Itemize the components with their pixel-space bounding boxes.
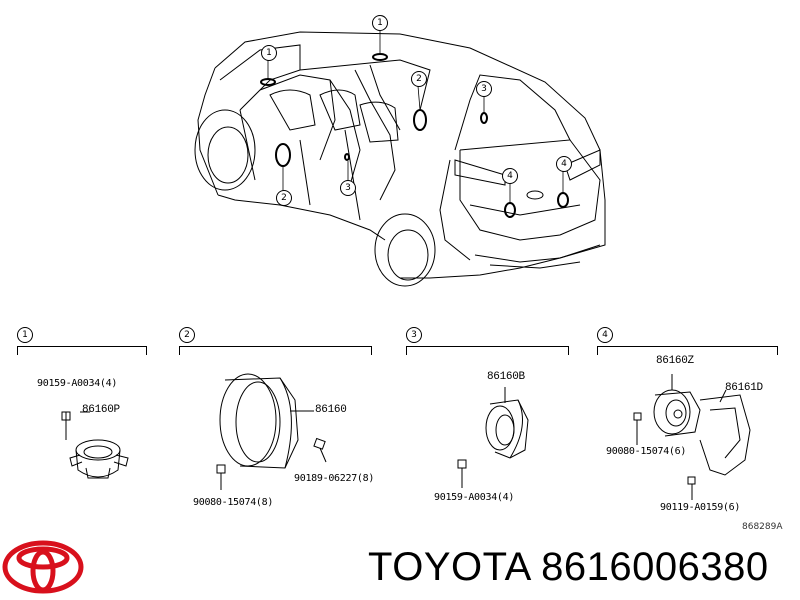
- section-1-bracket: [17, 346, 147, 355]
- part-86160-drawing: [216, 373, 327, 490]
- callout-2-rear: 2: [411, 71, 427, 87]
- brand-part-number: TOYOTA 8616006380: [368, 545, 769, 589]
- section-3-number: 3: [406, 327, 422, 343]
- s4-main-label: 86160Z: [656, 355, 694, 367]
- section-3-bracket: [406, 346, 569, 355]
- section-2-number: 2: [179, 327, 195, 343]
- part-86160p-drawing: [61, 411, 129, 479]
- s1-screw-label: 90159-A0034(4): [37, 378, 118, 389]
- callout-2-front: 2: [276, 190, 292, 206]
- s3-screw-label: 90159-A0034(4): [434, 492, 515, 503]
- s1-main-label: 86160P: [82, 404, 120, 416]
- section-1-number: 1: [17, 327, 33, 343]
- callout-3-rear: 3: [476, 81, 492, 97]
- callout-4-right: 4: [556, 156, 572, 172]
- s2-clip-label: 90189-06227(8): [294, 473, 375, 484]
- figure-code: 868289A: [742, 522, 783, 532]
- section-4-number: 4: [597, 327, 613, 343]
- section-2-bracket: [179, 346, 372, 355]
- s4-screw-b-label: 90119-A0159(6): [660, 502, 741, 513]
- callout-4-left: 4: [502, 168, 518, 184]
- s4-screw-a-label: 90080-15074(6): [606, 446, 687, 457]
- callout-3-front: 3: [340, 180, 356, 196]
- s2-main-label: 86160: [315, 404, 347, 416]
- part-86160b-drawing: [457, 387, 529, 488]
- part-86160z-drawing: [633, 374, 751, 500]
- toyota-logo-icon: [2, 540, 84, 594]
- callout-1-front: 1: [261, 45, 277, 61]
- s3-main-label: 86160B: [487, 371, 525, 383]
- s4-bracket-label: 86161D: [725, 382, 763, 394]
- section-4-bracket: [597, 346, 778, 355]
- s2-screw-label: 90080-15074(8): [193, 497, 274, 508]
- callout-1-rear: 1: [372, 15, 388, 31]
